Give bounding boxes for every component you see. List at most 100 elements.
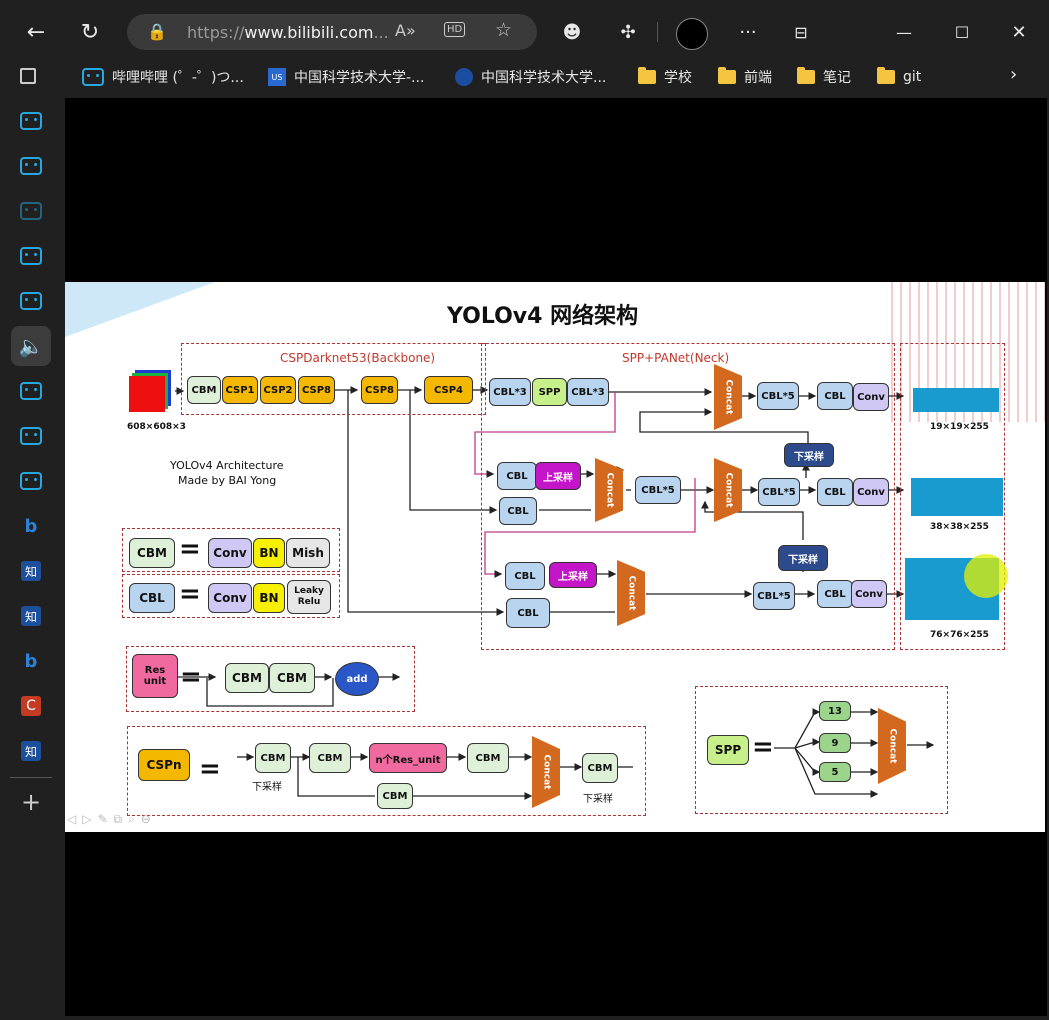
title-bar: ← ↻ 🔒 https://www.bilibili.com... A» HD … xyxy=(0,0,1049,62)
cbl-block-7: CBL xyxy=(817,580,853,608)
close-icon[interactable]: ✕ xyxy=(1011,21,1027,43)
back-arrow-icon[interactable]: ← xyxy=(26,19,46,45)
favorite-bilibili[interactable]: 哔哩哔哩 (゜-゜)つ... xyxy=(82,66,244,88)
bilibili-icon xyxy=(20,247,42,265)
sidebar-item-bilibili[interactable] xyxy=(11,281,51,321)
csp2-block: CSP2 xyxy=(260,376,296,404)
equals-sign: = xyxy=(752,732,774,762)
backbone-label: CSPDarknet53(Backbone) xyxy=(280,351,436,365)
sidebar-item-bilibili[interactable] xyxy=(11,416,51,456)
url-suffix: ... xyxy=(373,23,389,42)
author-label: Made by BAI Yong xyxy=(178,474,277,487)
sidebar-item-bing[interactable]: b xyxy=(11,506,51,546)
sidebar-toggle-icon[interactable]: ⊟ xyxy=(794,22,808,42)
legend-bn: BN xyxy=(253,583,285,613)
spp-pool-9: 9 xyxy=(819,733,851,753)
star-icon[interactable]: ☆ xyxy=(495,19,513,41)
favorite-label: 中国科学技术大学... xyxy=(481,70,607,86)
favorite-folder-notes[interactable]: 笔记 xyxy=(797,66,851,88)
sidebar-item-bilibili[interactable] xyxy=(11,101,51,141)
extensions-puzzle-icon[interactable]: ✣ xyxy=(620,21,636,43)
sidebar-divider xyxy=(10,777,52,778)
equals-sign: = xyxy=(180,662,202,692)
favorite-ustc-2[interactable]: 中国科学技术大学... xyxy=(455,66,606,88)
neck-frame xyxy=(481,343,895,650)
output-label-76: 76×76×255 xyxy=(930,630,989,640)
sidebar-item-bilibili[interactable] xyxy=(11,236,51,276)
cspn-downsample-label: 下采样 xyxy=(252,782,282,793)
add-tab-button[interactable]: + xyxy=(11,782,51,822)
favorite-label: git xyxy=(903,69,922,85)
slide-yolov4-diagram: YOLOv4 网络架构 xyxy=(65,282,1045,832)
slide-nav-controls[interactable]: ◁▷✎⧉⌕⊖ xyxy=(67,812,157,826)
address-bar[interactable]: 🔒 https://www.bilibili.com... A» HD ☆ xyxy=(127,14,537,50)
csp1-block: CSP1 xyxy=(222,376,258,404)
unit-text: unit xyxy=(143,676,167,687)
sidebar-item-csdn[interactable]: C xyxy=(11,686,51,726)
more-menu-icon[interactable]: ··· xyxy=(739,21,757,43)
legend-spp: SPP xyxy=(707,735,749,765)
sidebar-item-bilibili[interactable] xyxy=(11,146,51,186)
read-aloud-icon[interactable]: A» xyxy=(395,21,416,40)
csdn-icon: C xyxy=(21,696,41,716)
legend-cspn: CSPn xyxy=(138,749,190,781)
sidebar-item-active-tab[interactable]: 🔈 xyxy=(11,326,51,366)
sidebar-item-bing[interactable]: b xyxy=(11,641,51,681)
tab-actions-icon[interactable] xyxy=(20,68,36,84)
legend-cbl: CBL xyxy=(129,583,175,613)
cspn-cbm-2: CBM xyxy=(309,743,351,773)
neck-label: SPP+PANet(Neck) xyxy=(622,351,730,365)
favorite-label: 中国科学技术大学-... xyxy=(294,70,425,86)
divider xyxy=(657,22,658,42)
legend-mish: Mish xyxy=(286,538,330,568)
input-size-label: 608×608×3 xyxy=(127,422,186,432)
favorites-bar: 哔哩哔哩 (゜-゜)つ... US 中国科学技术大学-... 中国科学技术大学.… xyxy=(0,62,1049,92)
sidebar-item-bilibili[interactable] xyxy=(11,371,51,411)
profile-avatar[interactable] xyxy=(676,18,708,50)
sidebar-item-zhihu[interactable]: 知 xyxy=(11,596,51,636)
slide-title: YOLOv4 网络架构 xyxy=(447,304,639,329)
sidebar-item-bilibili[interactable] xyxy=(11,191,51,231)
bilibili-icon xyxy=(82,68,104,86)
zhihu-icon: 知 xyxy=(21,561,41,581)
output-prism-38 xyxy=(911,478,1003,516)
legend-conv: Conv xyxy=(208,583,252,613)
cursor-highlight xyxy=(964,554,1008,598)
legend-cbl-frame xyxy=(122,574,340,618)
cspn-concat: Concat xyxy=(532,736,560,808)
head-frame xyxy=(900,343,1005,650)
sidebar-item-zhihu[interactable]: 知 xyxy=(11,731,51,771)
favorite-ustc[interactable]: US 中国科学技术大学-... xyxy=(268,66,424,88)
hd-icon[interactable]: HD xyxy=(444,22,466,37)
lock-icon[interactable]: 🔒 xyxy=(147,22,167,41)
plus-icon: + xyxy=(20,788,42,816)
maximize-icon[interactable]: ☐ xyxy=(954,22,970,42)
extension-monkey-icon[interactable]: ☻ xyxy=(562,21,582,43)
backbone-frame xyxy=(181,343,486,415)
csp8-block: CSP8 xyxy=(298,376,335,404)
favorite-folder-school[interactable]: 学校 xyxy=(638,66,692,88)
cbl-block-4: CBL xyxy=(817,478,853,506)
refresh-icon[interactable]: ↻ xyxy=(80,19,100,45)
legend-spp-frame xyxy=(695,686,948,814)
chevron-right-icon[interactable]: › xyxy=(1010,64,1018,85)
sidebar-item-bilibili[interactable] xyxy=(11,461,51,501)
bilibili-icon xyxy=(20,112,42,130)
bilibili-icon xyxy=(20,202,42,220)
favorite-folder-git[interactable]: git xyxy=(877,66,921,88)
url-prefix: https:// xyxy=(187,23,245,42)
cbl-block-2: CBL xyxy=(497,462,537,490)
favorite-label: 学校 xyxy=(664,70,692,86)
legend-cbm: CBM xyxy=(129,538,175,568)
bing-icon: b xyxy=(24,515,38,537)
sidebar-item-zhihu[interactable]: 知 xyxy=(11,551,51,591)
legend-conv: Conv xyxy=(208,538,252,568)
cbl-block-1: CBL xyxy=(817,382,853,410)
concat-label: Concat xyxy=(541,754,551,790)
legend-cspn-frame xyxy=(127,726,646,816)
conv-block-3: Conv xyxy=(851,580,887,608)
vertical-sidebar: 🔈 b 知 知 b C 知 + xyxy=(0,92,62,1020)
favorite-folder-frontend[interactable]: 前端 xyxy=(718,66,772,88)
minimize-icon[interactable]: — xyxy=(896,22,912,42)
folder-icon xyxy=(638,67,656,84)
